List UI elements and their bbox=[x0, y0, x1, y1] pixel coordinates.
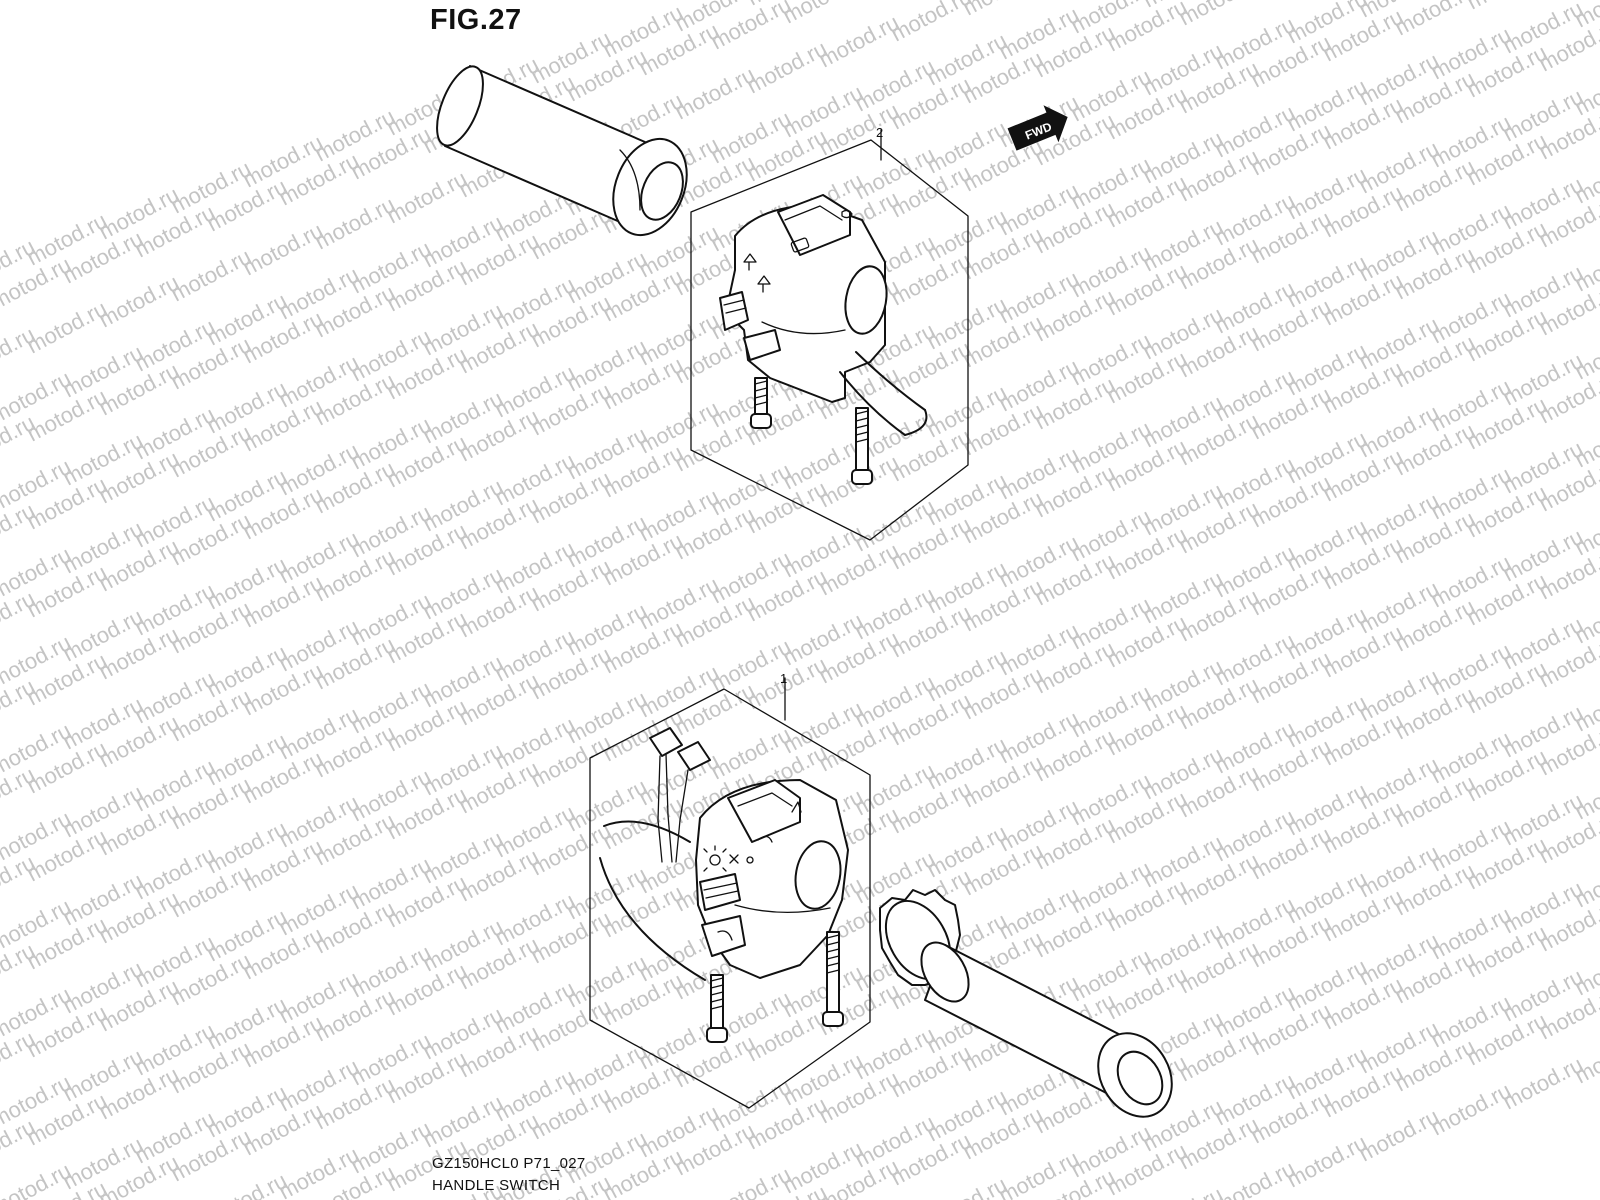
figure-code: GZ150HCL0 P71_027 bbox=[432, 1155, 586, 1172]
switch-group-1: 1 bbox=[589, 671, 871, 1109]
throttle-grip bbox=[879, 889, 1173, 1118]
figure-title: FIG.27 bbox=[430, 4, 522, 36]
screw-lower-right bbox=[822, 931, 844, 1027]
figure-name: HANDLE SWITCH bbox=[432, 1177, 561, 1194]
screw-lower-left bbox=[706, 974, 728, 1043]
screw-upper-short bbox=[750, 377, 772, 429]
callout-1: 1 bbox=[780, 671, 787, 686]
screw-upper-long bbox=[851, 407, 873, 485]
switch-group-2: 2 bbox=[690, 125, 969, 541]
left-grip bbox=[436, 65, 688, 237]
callout-2: 2 bbox=[876, 125, 883, 140]
fwd-arrow: FWD bbox=[1007, 105, 1068, 151]
